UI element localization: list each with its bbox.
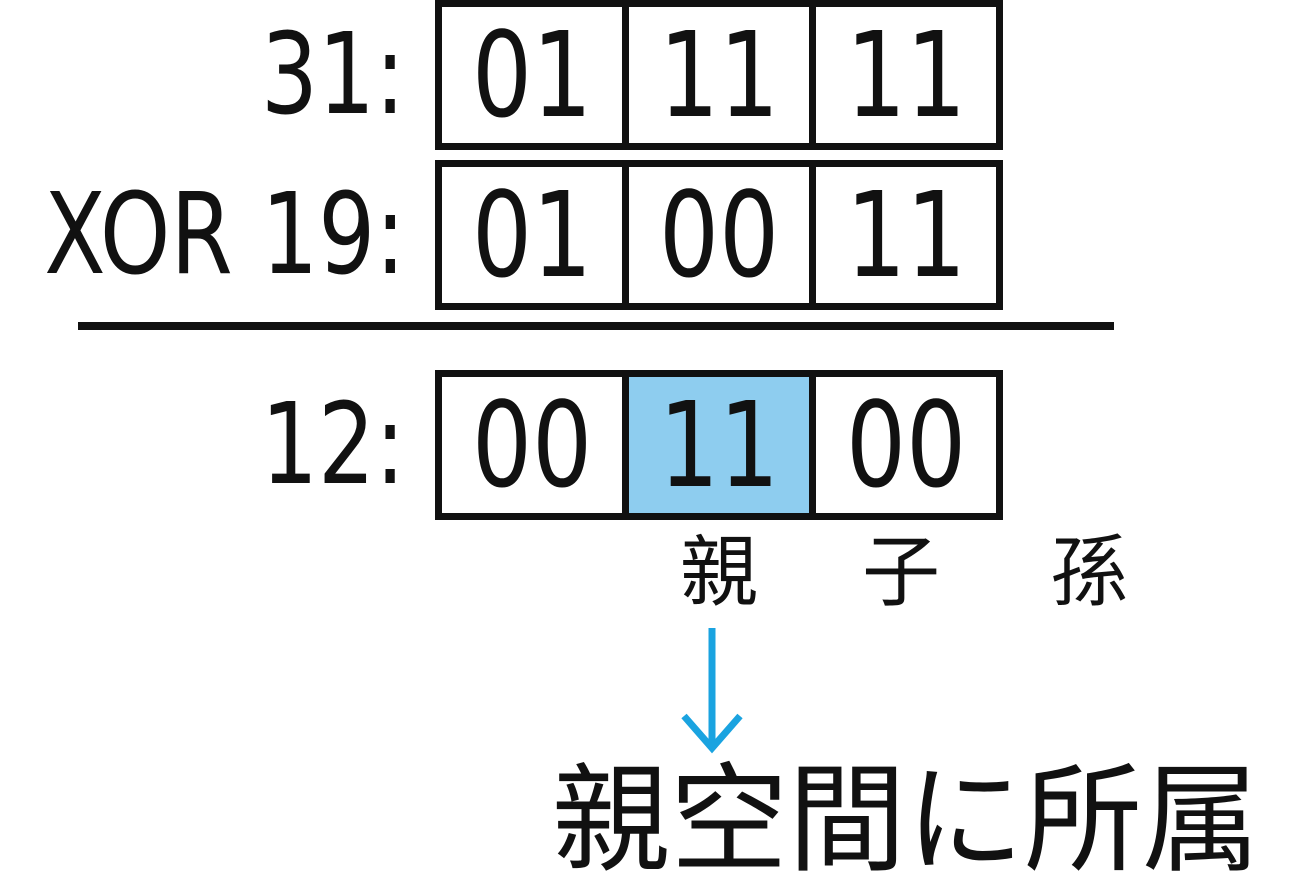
row-label-12: 12: <box>260 380 405 510</box>
bit-cell: 00 <box>622 166 809 304</box>
generation-label-grandchild: 孫 <box>1050 528 1129 618</box>
bit-cell: 01 <box>471 166 593 304</box>
bit-row-12: 00 11 00 <box>435 370 1003 520</box>
bit-cell: 11 <box>809 6 996 144</box>
down-arrow-icon <box>681 628 743 754</box>
generation-label-child: 子 <box>862 528 941 618</box>
bit-cell: 00 <box>471 376 593 514</box>
row-label-xor-19: XOR 19: <box>43 170 405 300</box>
bit-cell: 11 <box>622 6 809 144</box>
bit-row-31: 01 11 11 <box>435 0 1003 150</box>
bit-cell-highlighted: 11 <box>622 376 809 514</box>
bit-cell: 11 <box>809 166 996 304</box>
result-text: 親空間に所属 <box>552 751 1261 889</box>
bit-row-19: 01 00 11 <box>435 160 1003 310</box>
result-divider <box>78 322 1114 330</box>
bit-cell: 01 <box>471 6 593 144</box>
generation-label-parent: 親 <box>680 528 759 618</box>
bit-cell: 00 <box>809 376 996 514</box>
row-label-31: 31: <box>260 10 405 140</box>
